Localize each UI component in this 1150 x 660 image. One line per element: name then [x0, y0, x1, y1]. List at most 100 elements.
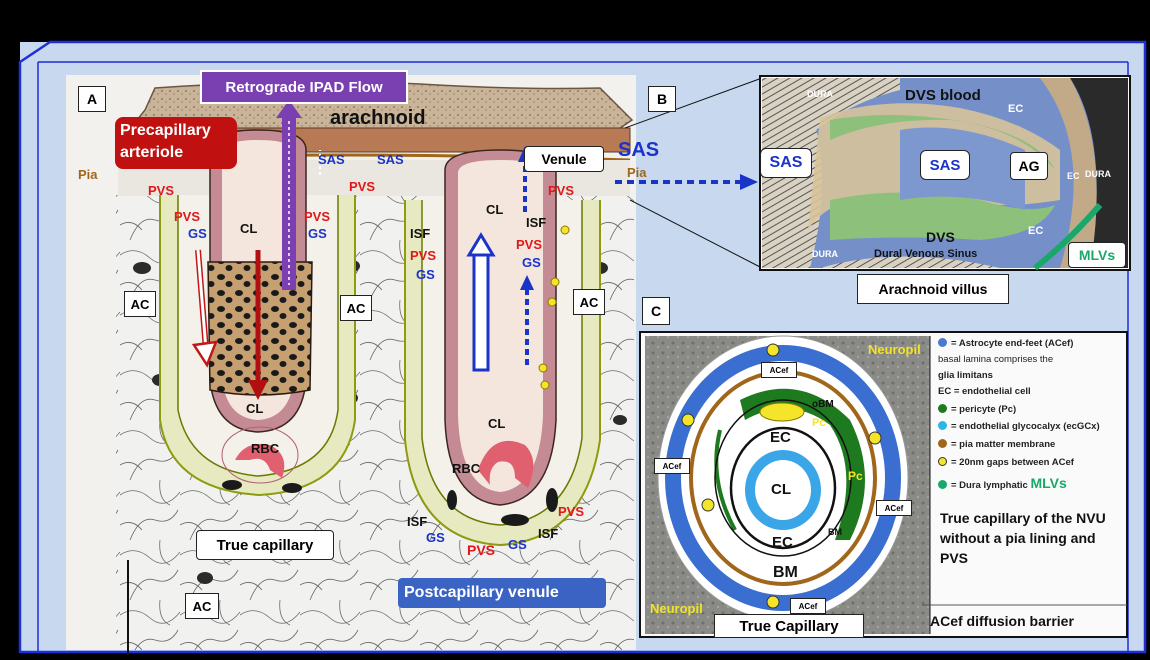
- pvs-label: PVS: [548, 184, 574, 197]
- true-capillary-label: True capillary: [196, 530, 334, 560]
- legend-swatch: [938, 480, 947, 489]
- dural-venous-sinus-label: Dural Venous Sinus: [874, 249, 977, 260]
- gs-label: GS: [188, 227, 207, 240]
- mlvs-label: MLVs: [1068, 242, 1126, 268]
- isf-label: ISF: [538, 527, 558, 540]
- acef-label: ACef: [876, 500, 912, 516]
- retrograde-flow-label: Retrograde IPAD Flow: [200, 70, 408, 104]
- sas-label-1: SAS: [318, 153, 345, 166]
- bm-small-label: BM: [828, 528, 842, 537]
- pc-label: Pc: [848, 470, 863, 482]
- legend-row: = pia matter membrane: [938, 439, 1055, 450]
- neuropil-label: Neuropil: [868, 343, 921, 356]
- ac-label: AC: [573, 289, 605, 315]
- panel-label-a: A: [78, 86, 106, 112]
- gs-label: GS: [416, 268, 435, 281]
- legend-row: = Dura lymphatic MLVs: [938, 475, 1067, 491]
- isf-label: ISF: [407, 515, 427, 528]
- pvs-label: PVS: [558, 505, 584, 518]
- legend-mlvs: MLVs: [1030, 475, 1066, 491]
- rbc-label: RBC: [251, 442, 279, 455]
- true-capillary-c-label: True Capillary: [714, 614, 864, 638]
- panel-label-b: B: [648, 86, 676, 112]
- gs-label: GS: [522, 256, 541, 269]
- isf-label: ISF: [410, 227, 430, 240]
- legend-row: EC = endothelial cell: [938, 386, 1031, 397]
- legend-text: basal lamina comprises the: [938, 354, 1053, 365]
- ag-label: AG: [1010, 152, 1048, 180]
- legend-swatch: [938, 421, 947, 430]
- rbc-label: RBC: [452, 462, 480, 475]
- dvs-blood-label: DVS blood: [905, 88, 981, 103]
- legend-row: = pericyte (Pc): [938, 404, 1016, 415]
- legend-text: = pericyte (Pc): [951, 404, 1016, 415]
- legend-row: glia limitans: [938, 370, 993, 381]
- legend-swatch: [938, 457, 947, 466]
- dura-label: DURA: [812, 250, 838, 259]
- cl-label: CL: [486, 203, 503, 216]
- legend-text: = endothelial glycocalyx (ecGCx): [951, 421, 1100, 432]
- acef-label: ACef: [761, 362, 797, 378]
- pvs-label: PVS: [304, 210, 330, 223]
- pia-label: Pia: [78, 168, 98, 181]
- pvs-label: PVS: [174, 210, 200, 223]
- legend-text: EC = endothelial cell: [938, 386, 1031, 397]
- precapillary-arteriole-label: Precapillary arteriole: [115, 117, 237, 169]
- obm-label: oBM: [812, 400, 834, 410]
- neuropil-label: Neuropil: [650, 602, 703, 615]
- pvs-label: PVS: [349, 180, 375, 193]
- gs-label: GS: [426, 531, 445, 544]
- gs-label: GS: [308, 227, 327, 240]
- pvs-label: PVS: [516, 238, 542, 251]
- bm-label: BM: [773, 565, 798, 581]
- panel-c-note: True capillary of the NVU without a pia …: [940, 508, 1120, 568]
- arachnoid-villus-label: Arachnoid villus: [857, 274, 1009, 304]
- pvs-label: PVS: [410, 249, 436, 262]
- cl-label: CL: [771, 482, 791, 497]
- ec-bottom-label: EC: [772, 535, 793, 550]
- pc-label: Pc: [812, 418, 825, 429]
- ac-label: AC: [124, 291, 156, 317]
- legend-row: basal lamina comprises the: [938, 354, 1053, 365]
- arachnoid-label: arachnoid: [330, 108, 426, 128]
- legend-swatch: [938, 338, 947, 347]
- legend-text: = Dura lymphatic: [951, 480, 1028, 491]
- sas-box-left: SAS: [760, 148, 812, 178]
- legend-swatch: [938, 439, 947, 448]
- venule-label: Venule: [524, 146, 604, 172]
- ac-label: AC: [185, 593, 219, 619]
- acef-label: ACef: [654, 458, 690, 474]
- cl-label: CL: [240, 222, 257, 235]
- dura-label: DURA: [1085, 170, 1111, 179]
- panel-label-c: C: [642, 297, 670, 325]
- sas-box-center: SAS: [920, 150, 970, 180]
- legend-text: = Astrocyte end-feet (ACef): [951, 338, 1073, 349]
- dvs-label: DVS: [926, 230, 955, 244]
- ec-label: EC: [1008, 104, 1023, 115]
- legend-swatch: [938, 404, 947, 413]
- isf-label: ISF: [526, 216, 546, 229]
- pvs-label: PVS: [148, 184, 174, 197]
- sas-big-label: SAS: [618, 140, 659, 160]
- acef-diffusion-barrier-label: ACef diffusion barrier: [930, 614, 1074, 628]
- cl-label: CL: [488, 417, 505, 430]
- ec-label: EC: [1028, 226, 1043, 237]
- pvs-label: PVS: [467, 543, 495, 557]
- legend-text: = pia matter membrane: [951, 439, 1055, 450]
- ec-top-label: EC: [770, 430, 791, 445]
- acef-label: ACef: [790, 598, 826, 614]
- legend-row: = Astrocyte end-feet (ACef): [938, 338, 1073, 349]
- ec-label: EC: [1067, 172, 1080, 181]
- dura-label: DURA: [807, 90, 833, 99]
- legend-row: = endothelial glycocalyx (ecGCx): [938, 421, 1100, 432]
- cl-label: CL: [246, 402, 263, 415]
- pia-right-label: Pia: [627, 166, 647, 179]
- postcapillary-venule-label: Postcapillary venule: [404, 585, 559, 601]
- gs-label: GS: [508, 538, 527, 551]
- ac-label: AC: [340, 295, 372, 321]
- legend-text: = 20nm gaps between ACef: [951, 457, 1074, 468]
- legend-text: glia limitans: [938, 370, 993, 381]
- legend-row: = 20nm gaps between ACef: [938, 457, 1074, 468]
- sas-label-2: SAS: [377, 153, 404, 166]
